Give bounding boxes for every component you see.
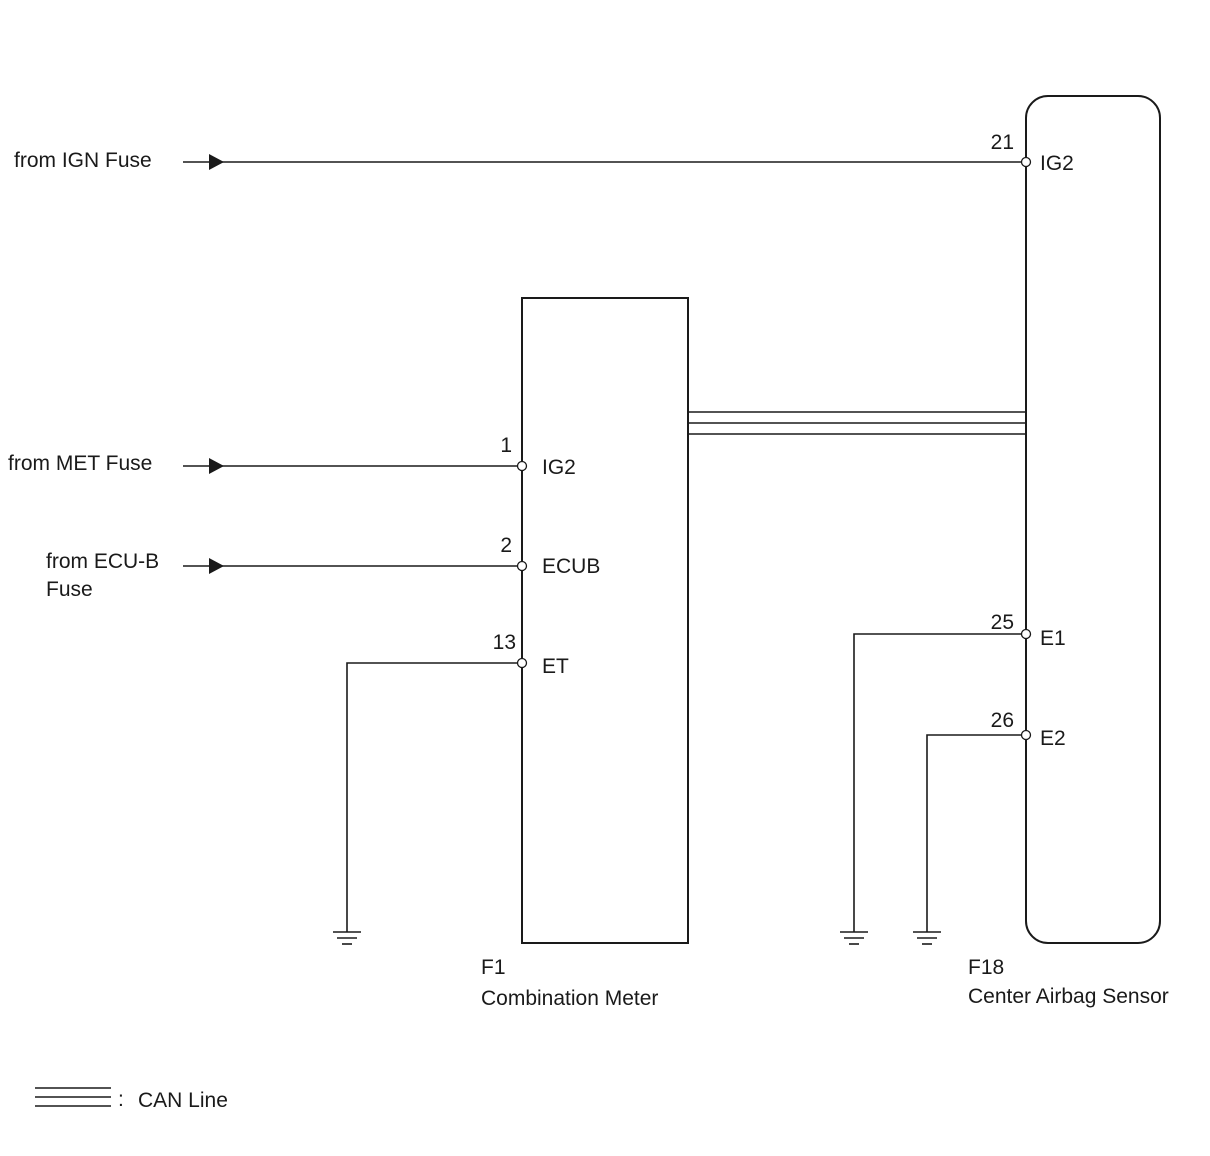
airbag-sensor-box bbox=[1025, 95, 1161, 944]
pin-name: ET bbox=[542, 655, 569, 678]
terminal-2-icon bbox=[516, 560, 528, 572]
ecub-fuse-label-line1: from ECU-B bbox=[46, 550, 159, 573]
pin-number: 25 bbox=[991, 611, 1014, 634]
legend-separator: : bbox=[118, 1088, 124, 1111]
pin-number: 1 bbox=[500, 434, 512, 457]
ground-icon bbox=[333, 931, 361, 945]
arrow-icon bbox=[209, 154, 224, 170]
pin-name: IG2 bbox=[542, 456, 576, 479]
combination-meter-box bbox=[521, 297, 689, 944]
ground-icon bbox=[913, 931, 941, 945]
pin-name: IG2 bbox=[1040, 152, 1074, 175]
et-ground-wire bbox=[333, 662, 522, 945]
pin-number: 2 bbox=[500, 534, 512, 557]
ign-fuse-wire bbox=[183, 154, 1026, 170]
arrow-icon bbox=[209, 558, 224, 574]
pin-number: 26 bbox=[991, 709, 1014, 732]
pin-name: E2 bbox=[1040, 727, 1066, 750]
terminal-1-icon bbox=[516, 460, 528, 472]
pin-number: 21 bbox=[991, 131, 1014, 154]
arrow-icon bbox=[209, 458, 224, 474]
combination-meter-name: Combination Meter bbox=[481, 987, 658, 1010]
terminal-21-icon bbox=[1020, 156, 1032, 168]
terminal-13-icon bbox=[516, 657, 528, 669]
e1-ground-wire bbox=[840, 633, 1026, 945]
airbag-sensor-code: F18 bbox=[968, 956, 1004, 979]
combination-meter-code: F1 bbox=[481, 956, 506, 979]
ground-icon bbox=[840, 931, 868, 945]
pin-name: ECUB bbox=[542, 555, 600, 578]
terminal-26-icon bbox=[1020, 729, 1032, 741]
ign-fuse-label: from IGN Fuse bbox=[14, 149, 152, 172]
e2-ground-wire bbox=[913, 734, 1026, 945]
pin-name: E1 bbox=[1040, 627, 1066, 650]
met-fuse-label: from MET Fuse bbox=[8, 452, 152, 475]
ecub-fuse-label-line2: Fuse bbox=[46, 578, 93, 601]
can-line-bundle bbox=[688, 411, 1026, 435]
legend: : CAN Line bbox=[35, 1087, 228, 1112]
terminal-25-icon bbox=[1020, 628, 1032, 640]
airbag-sensor-name: Center Airbag Sensor bbox=[968, 985, 1169, 1008]
met-fuse-wire bbox=[183, 458, 522, 474]
can-line-legend-icon bbox=[35, 1087, 111, 1107]
legend-label: CAN Line bbox=[138, 1089, 228, 1112]
ecub-fuse-wire bbox=[183, 558, 522, 574]
pin-number: 13 bbox=[493, 631, 516, 654]
